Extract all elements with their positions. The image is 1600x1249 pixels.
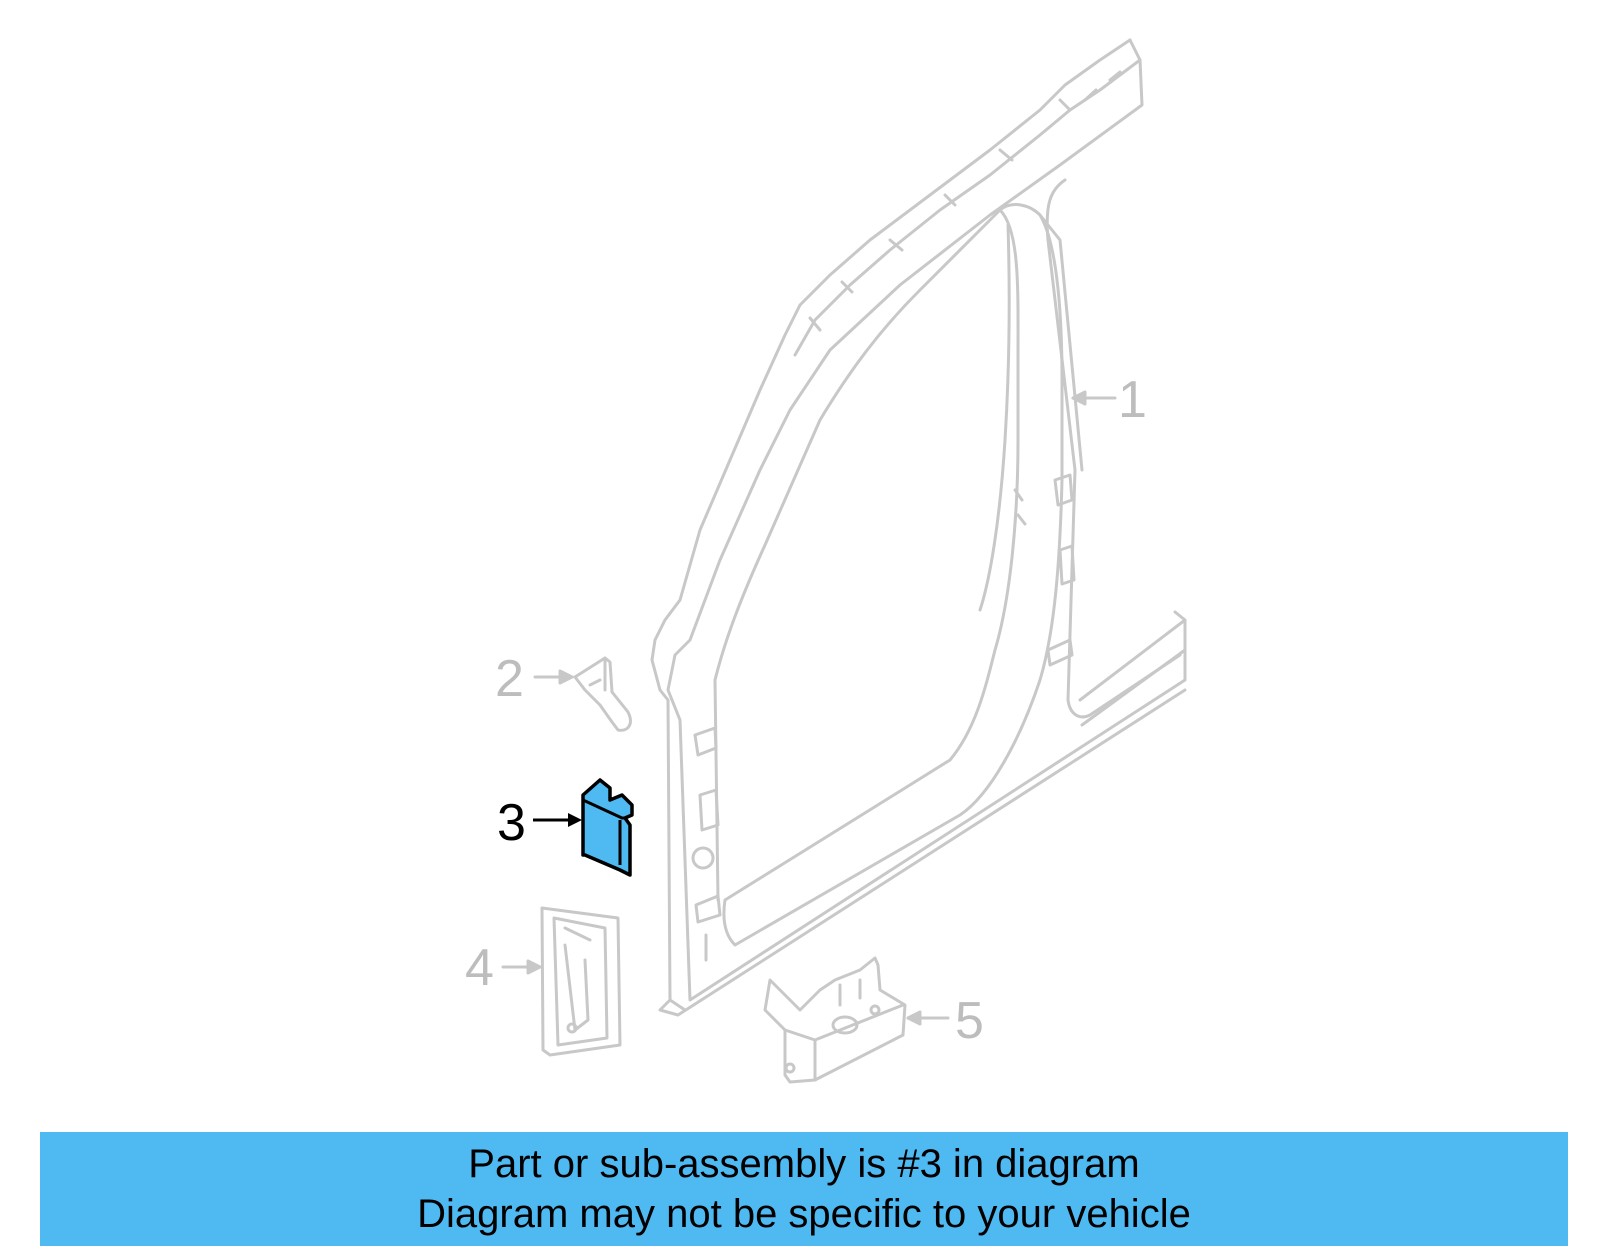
callout-arrows: [501, 390, 1117, 1026]
callout-arrow-3: [533, 813, 582, 827]
callout-3[interactable]: 3: [497, 794, 526, 852]
part-3-highlighted-bracket[interactable]: [581, 778, 634, 877]
callout-4: 4: [465, 939, 494, 997]
part-4-panel: [540, 906, 622, 1057]
parts-diagram: 1 2 3 4 5: [465, 38, 1187, 1084]
callout-1: 1: [1118, 371, 1147, 429]
banner-line-disclaimer: Diagram may not be specific to your vehi…: [417, 1192, 1191, 1236]
callout-5: 5: [955, 992, 984, 1050]
callout-2: 2: [495, 650, 524, 708]
part-1-body-side-panel: [650, 38, 1187, 1017]
part-5-lower-bracket: [763, 956, 907, 1084]
part-2-bracket: [573, 656, 632, 732]
info-banner: Part or sub-assembly is #3 in diagram Di…: [40, 1132, 1568, 1246]
banner-line-part: Part or sub-assembly is #3 in diagram: [468, 1142, 1140, 1186]
